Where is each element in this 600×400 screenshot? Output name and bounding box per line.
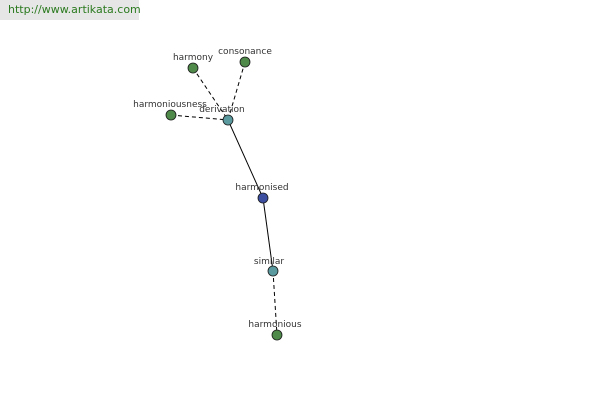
node-label-harmonious: harmonious bbox=[248, 320, 301, 330]
edge-harmoniousness-derivation bbox=[170, 114, 229, 121]
edge-similar-harmonious bbox=[272, 270, 278, 336]
source-link[interactable]: http://www.artikata.com bbox=[0, 0, 141, 20]
node-harmoniousness[interactable] bbox=[165, 109, 177, 121]
edge-derivation-harmonised bbox=[227, 119, 264, 199]
node-derivation[interactable] bbox=[222, 114, 234, 126]
labels-layer: harmony consonance harmoniousnessderivatio… bbox=[133, 47, 302, 330]
node-label-harmony: harmony bbox=[173, 53, 214, 63]
node-similar[interactable] bbox=[267, 265, 279, 277]
edges-layer bbox=[170, 61, 278, 336]
node-label-similar: similar bbox=[254, 257, 284, 267]
nodes-layer bbox=[165, 56, 283, 341]
edge-consonance-derivation bbox=[227, 61, 246, 121]
node-label-harmoniousness: harmoniousness bbox=[133, 100, 207, 110]
node-consonance[interactable] bbox=[239, 56, 251, 68]
node-label-harmonised: harmonised bbox=[235, 183, 288, 193]
edge-harmonised-similar bbox=[262, 197, 274, 272]
node-harmonised[interactable] bbox=[257, 192, 269, 204]
edge-harmony-derivation bbox=[192, 67, 229, 121]
node-harmony[interactable] bbox=[187, 62, 199, 74]
node-harmonious[interactable] bbox=[271, 329, 283, 341]
node-label-consonance: consonance bbox=[218, 47, 272, 57]
node-label-derivation: derivation bbox=[199, 105, 245, 115]
